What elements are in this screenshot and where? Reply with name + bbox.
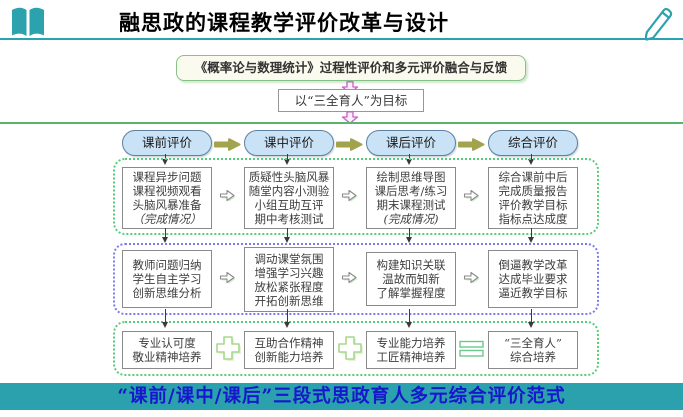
- box-line: 学生自主学习: [132, 272, 202, 286]
- header-divider: [0, 38, 683, 40]
- box-line: 创新能力培养: [254, 350, 324, 364]
- box-line: 评价教学目标: [498, 198, 568, 212]
- goal-box: 以“三全育人”为目标: [278, 89, 424, 112]
- box-line: 指标点达成度: [498, 212, 568, 226]
- box-line: 课程视频观看: [132, 184, 202, 198]
- box-line: 倒逼教学改革: [498, 258, 568, 272]
- box-line: 小组互助互评: [254, 198, 324, 212]
- box-line: 互助合作精神: [254, 336, 324, 350]
- connector-arrow: [283, 309, 290, 328]
- box-line: 课后思考/练习: [374, 184, 448, 198]
- footer-banner: “课前/课中/课后”三段式思政育人多元综合评价范式: [0, 383, 683, 410]
- box-line: 放松紧张程度: [254, 279, 324, 294]
- hollow-right-arrow-icon: [339, 269, 360, 291]
- outcome-group-frame: [113, 321, 599, 376]
- box-line: 绘制思维导图: [376, 170, 446, 184]
- box-line: 专业能力培养: [376, 336, 446, 350]
- right-arrow-icon: [213, 136, 241, 155]
- box-line: 头脑风暴准备: [132, 198, 202, 212]
- connector-arrow: [405, 228, 412, 243]
- box-line: 逼近教学目标: [498, 286, 568, 300]
- box-line: 敬业精神培养: [132, 350, 202, 364]
- box-line: “三全育人”: [504, 336, 562, 350]
- right-arrow-icon: [335, 136, 363, 155]
- stage-pill-overall: 综合评价: [488, 130, 578, 156]
- flow-box: 构建知识关联 温故而知新 了解掌握程度: [366, 252, 456, 306]
- hollow-right-arrow-icon: [461, 187, 482, 209]
- flow-box: 质疑性头脑风暴 随堂内容小测验 小组互助互评 期中考核测试: [244, 167, 334, 229]
- flow-box: 教师问题归纳 学生自主学习 创新思维分析: [122, 250, 212, 308]
- connector-arrow: [283, 228, 290, 243]
- box-line: 综合培养: [510, 350, 556, 364]
- right-arrow-icon: [457, 136, 485, 155]
- connector-arrow: [161, 309, 168, 328]
- connector-arrow: [161, 228, 168, 243]
- box-line: 期末课程测试: [376, 198, 446, 212]
- connector-arrow: [405, 309, 412, 328]
- flow-box: 专业认可度 敬业精神培养: [122, 331, 212, 369]
- page-title: 融思政的课程教学评价改革与设计: [119, 12, 449, 35]
- box-line: 完成质量报告: [498, 184, 568, 198]
- flow-box: 调动课堂氛围 增强学习兴趣 放松紧张程度 开拓创新思维: [244, 247, 334, 312]
- hollow-right-arrow-icon: [339, 187, 360, 209]
- box-line: 质疑性头脑风暴: [248, 170, 330, 184]
- plus-icon: [214, 334, 242, 366]
- stage-pill-in-class: 课中评价: [244, 130, 334, 156]
- box-line: 调动课堂氛围: [254, 251, 324, 266]
- box-line: （完成情况）: [132, 212, 202, 226]
- effect-group-frame: [113, 243, 599, 315]
- flow-box: 绘制思维导图 课后思考/练习 期末课程测试 (完成情况): [366, 167, 456, 229]
- hollow-right-arrow-icon: [217, 187, 238, 209]
- stage-pill-pre-class: 课前评价: [122, 130, 212, 156]
- pencil-icon: [636, 3, 676, 47]
- flow-box: 倒逼教学改革 达成毕业要求 逼近教学目标: [488, 250, 578, 308]
- box-line: 构建知识关联: [376, 258, 446, 272]
- connector-arrow: [527, 228, 534, 243]
- box-line: 创新思维分析: [132, 286, 202, 300]
- box-line: 工匠精神培养: [376, 350, 446, 364]
- box-line: 增强学习兴趣: [254, 265, 324, 280]
- connector-arrow: [527, 309, 534, 328]
- box-line: 专业认可度: [138, 336, 196, 350]
- equals-icon: [459, 340, 485, 362]
- plus-icon: [336, 334, 364, 366]
- hollow-right-arrow-icon: [217, 269, 238, 291]
- flow-box: 课程异步问题 课程视频观看 头脑风暴准备 （完成情况）: [122, 167, 212, 229]
- box-line: (完成情况): [383, 212, 439, 226]
- box-line: 温故而知新: [382, 272, 440, 286]
- flow-box: 专业能力培养 工匠精神培养: [366, 331, 456, 369]
- box-line: 开拓创新思维: [254, 293, 324, 308]
- down-arrow-icon: [341, 109, 359, 128]
- process-group-frame: [113, 158, 599, 235]
- flow-box: 综合课前中后 完成质量报告 评价教学目标 指标点达成度: [488, 167, 578, 229]
- box-line: 课程异步问题: [132, 170, 202, 184]
- flow-box: “三全育人” 综合培养: [488, 331, 578, 369]
- hollow-right-arrow-icon: [461, 269, 482, 291]
- box-line: 了解掌握程度: [376, 286, 446, 300]
- box-line: 随堂内容小测验: [248, 184, 330, 198]
- open-book-icon: [8, 4, 48, 46]
- box-line: 达成毕业要求: [498, 272, 568, 286]
- section-divider: [0, 122, 683, 124]
- stage-pill-post-class: 课后评价: [366, 130, 456, 156]
- course-evaluation-box: 《概率论与数理统计》过程性评价和多元评价融合与反馈: [176, 55, 526, 81]
- box-line: 期中考核测试: [254, 212, 324, 226]
- box-line: 综合课前中后: [498, 170, 568, 184]
- flow-box: 互助合作精神 创新能力培养: [244, 331, 334, 369]
- box-line: 教师问题归纳: [132, 258, 202, 272]
